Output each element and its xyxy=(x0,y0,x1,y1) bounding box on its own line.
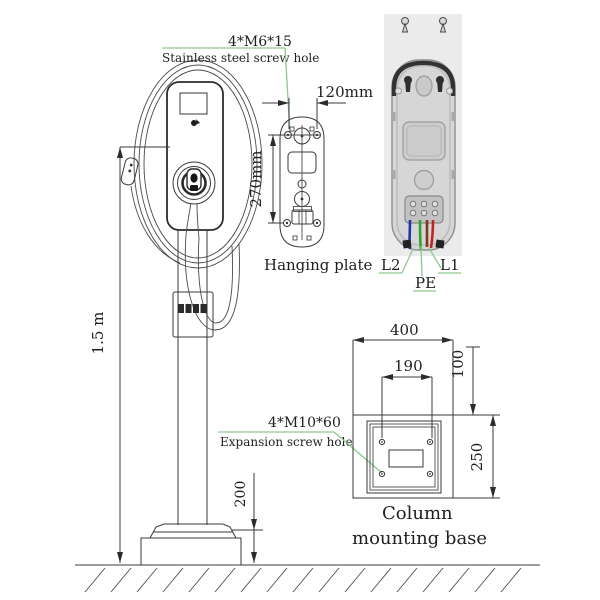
column-base xyxy=(140,523,242,566)
base-width-text: 400 xyxy=(390,321,419,339)
charger-back-render: L2 PE L1 xyxy=(379,14,462,292)
plate-width-text: 120mm xyxy=(316,83,373,101)
base-title-line1: Column xyxy=(382,503,453,524)
dimension-depth-250: 250 xyxy=(453,414,500,499)
hanging-plate-title: Hanging plate xyxy=(264,256,372,274)
height-dimension-text: 1.5 m xyxy=(89,312,107,355)
hanging-plate-detail: 120mm 270mm Hanging plate xyxy=(247,83,373,274)
foundation-dimension-text: 200 xyxy=(233,481,249,508)
hole-spacing-text: 190 xyxy=(394,357,423,375)
annotation-stainless-screw: 4*M6*15 Stainless steel screw hole xyxy=(162,34,319,134)
screw-hole-bottom-right xyxy=(313,219,321,227)
base-screw-holes xyxy=(378,438,434,478)
render-top-band xyxy=(391,60,456,96)
wire-label-l2: L2 xyxy=(381,256,401,274)
top-center-hole xyxy=(293,127,311,145)
plate-height-text: 270mm xyxy=(247,150,265,207)
pole xyxy=(177,228,208,525)
screw-base-desc: Expansion screw hole xyxy=(220,435,353,449)
base-center-slot xyxy=(388,449,424,468)
dimension-offset-100: 100 xyxy=(449,346,480,415)
plate-window-cutout xyxy=(287,151,317,174)
dimension-holes-190: 190 xyxy=(381,357,433,438)
pole-label-sticker xyxy=(172,291,214,338)
dimension-base-400: 400 xyxy=(352,321,454,415)
screw-base-code: 4*M10*60 xyxy=(268,415,341,431)
wire-l1-red xyxy=(429,219,435,249)
dimension-height-1-5m: 1.5 m xyxy=(89,146,170,563)
cable-hanging-loops xyxy=(184,234,240,331)
top-offset-text: 100 xyxy=(449,350,467,379)
screw-top-code: 4*M6*15 xyxy=(228,34,292,50)
wire-labels: L2 PE L1 xyxy=(379,245,461,292)
charger-screen xyxy=(179,92,208,115)
dimension-plate-height: 270mm xyxy=(247,134,284,224)
charger-head xyxy=(166,81,224,239)
dimension-plate-width: 120mm xyxy=(262,83,373,129)
foundation-block xyxy=(140,537,242,566)
dimension-foundation-200: 200 xyxy=(232,473,263,563)
cable-connector xyxy=(120,157,139,186)
mounting-screw-icons xyxy=(401,17,447,33)
wire-label-pe: PE xyxy=(415,274,436,292)
screw-hole-bottom-left xyxy=(283,219,291,227)
plate-terminal-block xyxy=(291,206,314,225)
wire-pe-green xyxy=(418,219,423,251)
column-mounting-base-plan: 400 190 100 250 Column mounting xyxy=(352,321,500,549)
keyhole-slots xyxy=(404,76,444,92)
charging-station-elevation: 1.5 m 200 xyxy=(75,59,540,593)
charging-socket xyxy=(172,161,216,205)
ground-hatching xyxy=(84,567,522,593)
terminal-block xyxy=(404,195,444,224)
screw-top-desc: Stainless steel screw hole xyxy=(162,51,319,65)
leader-line-base xyxy=(333,431,383,474)
annotation-expansion-screw: 4*M10*60 Expansion screw hole xyxy=(218,415,383,474)
indicator-icon xyxy=(191,119,200,126)
ground xyxy=(75,564,540,593)
base-title-line2: mounting base xyxy=(352,528,487,549)
connector-cable xyxy=(130,185,181,264)
render-recess xyxy=(402,121,446,161)
base-depth-text: 250 xyxy=(468,443,486,472)
wire-label-l1: L1 xyxy=(440,256,460,274)
